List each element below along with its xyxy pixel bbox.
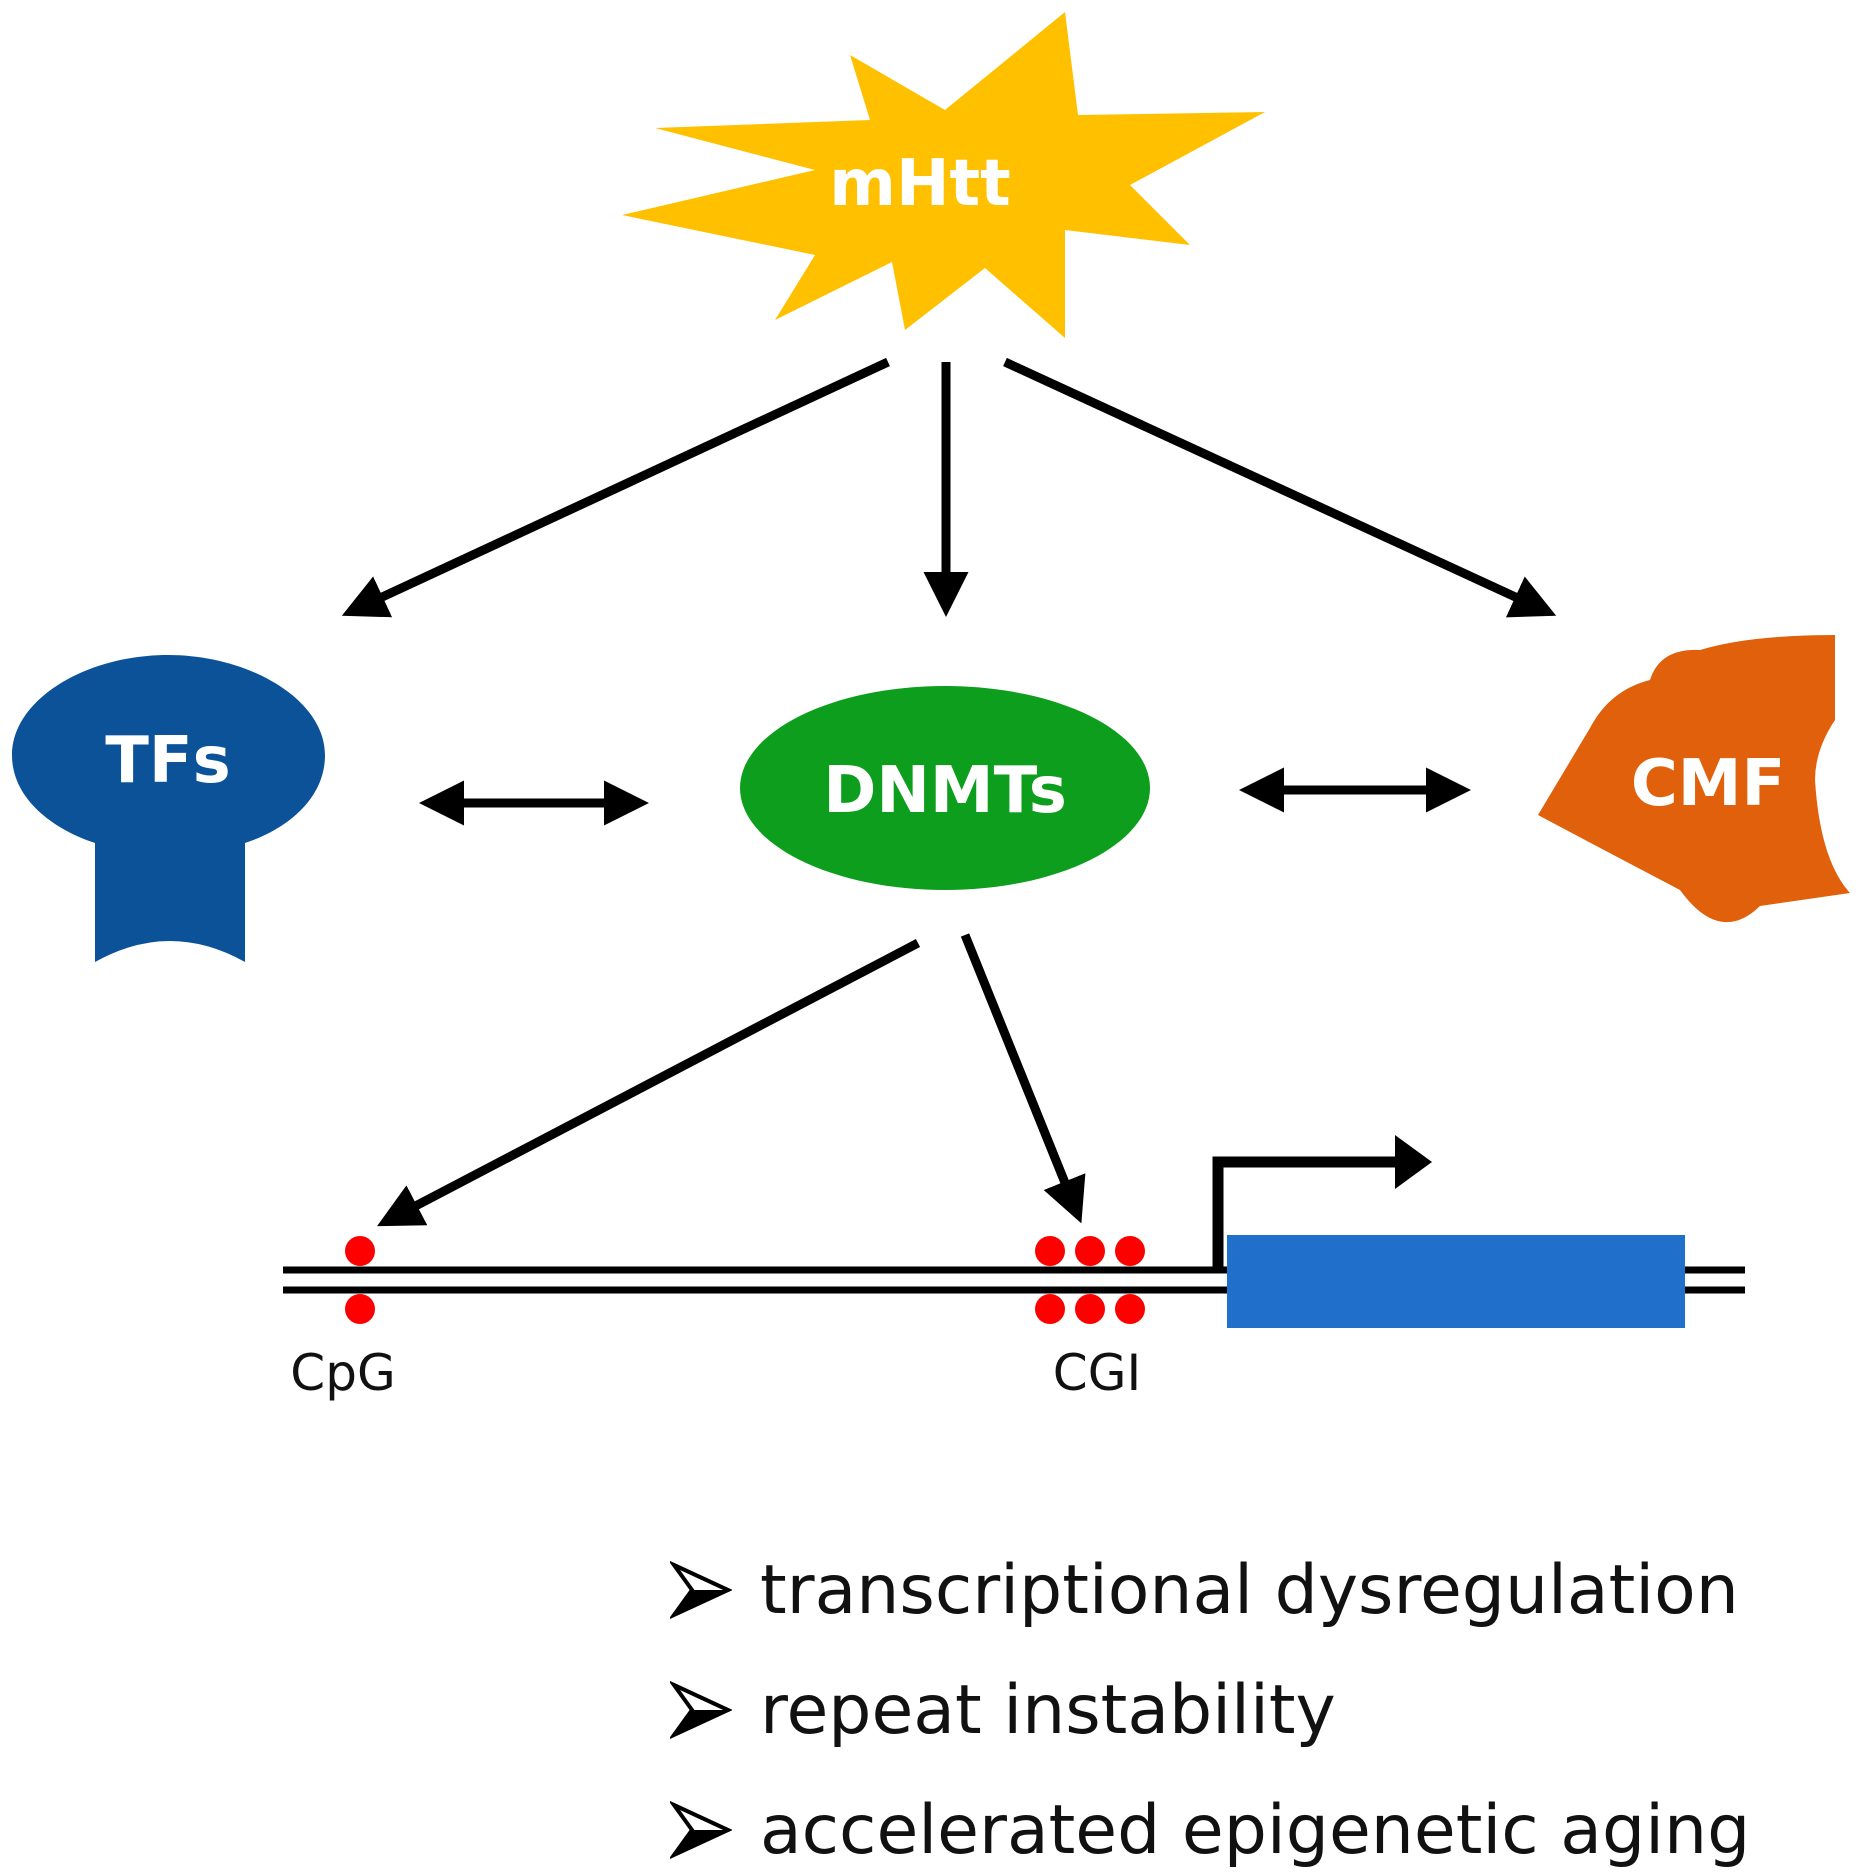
outcome-item: accelerated epigenetic aging	[670, 1770, 1850, 1875]
mhtt-node: mHtt	[622, 12, 1265, 338]
cpg-methyl-dot-top	[345, 1236, 375, 1266]
cpg-methyl-dot-bottom	[345, 1294, 375, 1324]
mhtt-starburst-shape	[622, 12, 1265, 338]
dnmts-label: DNMTs	[823, 754, 1067, 828]
cgi-methyl-dot	[1115, 1236, 1145, 1266]
cgi-methyl-dot	[1115, 1294, 1145, 1324]
arrow-dnmts-to-cpg	[377, 939, 921, 1227]
arrowhead-bullet-icon	[670, 1560, 732, 1620]
gene-body	[1227, 1235, 1685, 1328]
tfs-label: TFs	[105, 724, 230, 798]
dnmts-node: DNMTs	[740, 686, 1150, 890]
tfs-shape	[12, 655, 325, 962]
arrow-dnmts-to-cgi	[960, 933, 1086, 1224]
outcomes-list: transcriptional dysregulation repeat ins…	[670, 1530, 1850, 1875]
cgi-methyl-dot	[1075, 1294, 1105, 1324]
arrow-mhtt-to-tfs	[341, 357, 890, 618]
cgi-methyl-dot	[1075, 1236, 1105, 1266]
cgi-label: CGI	[1053, 1344, 1141, 1402]
transcription-start-arrow	[1212, 1135, 1432, 1270]
outcome-item: transcriptional dysregulation	[670, 1530, 1850, 1650]
outcome-text: repeat instability	[760, 1670, 1336, 1750]
outcome-item: repeat instability	[670, 1650, 1850, 1770]
cgi-methyl-dot	[1035, 1294, 1065, 1324]
outcome-text: transcriptional dysregulation	[760, 1550, 1739, 1630]
tfs-node: TFs	[12, 655, 325, 962]
arrowhead-bullet-icon	[670, 1800, 732, 1860]
dnmts-ellipse	[740, 686, 1150, 890]
cpg-label: CpG	[290, 1344, 395, 1402]
arrow-mhtt-to-cmf	[1003, 357, 1557, 618]
cmf-shape	[1538, 635, 1850, 923]
outcome-text: accelerated epigenetic aging	[760, 1790, 1751, 1870]
arrows-group	[341, 357, 1557, 1227]
methylation-sites	[345, 1236, 1145, 1324]
cgi-methyl-dot	[1035, 1236, 1065, 1266]
arrowhead-bullet-icon	[670, 1680, 732, 1740]
cmf-node: CMF	[1538, 635, 1850, 923]
mhtt-label: mHtt	[829, 147, 1010, 221]
cmf-label: CMF	[1631, 747, 1785, 821]
